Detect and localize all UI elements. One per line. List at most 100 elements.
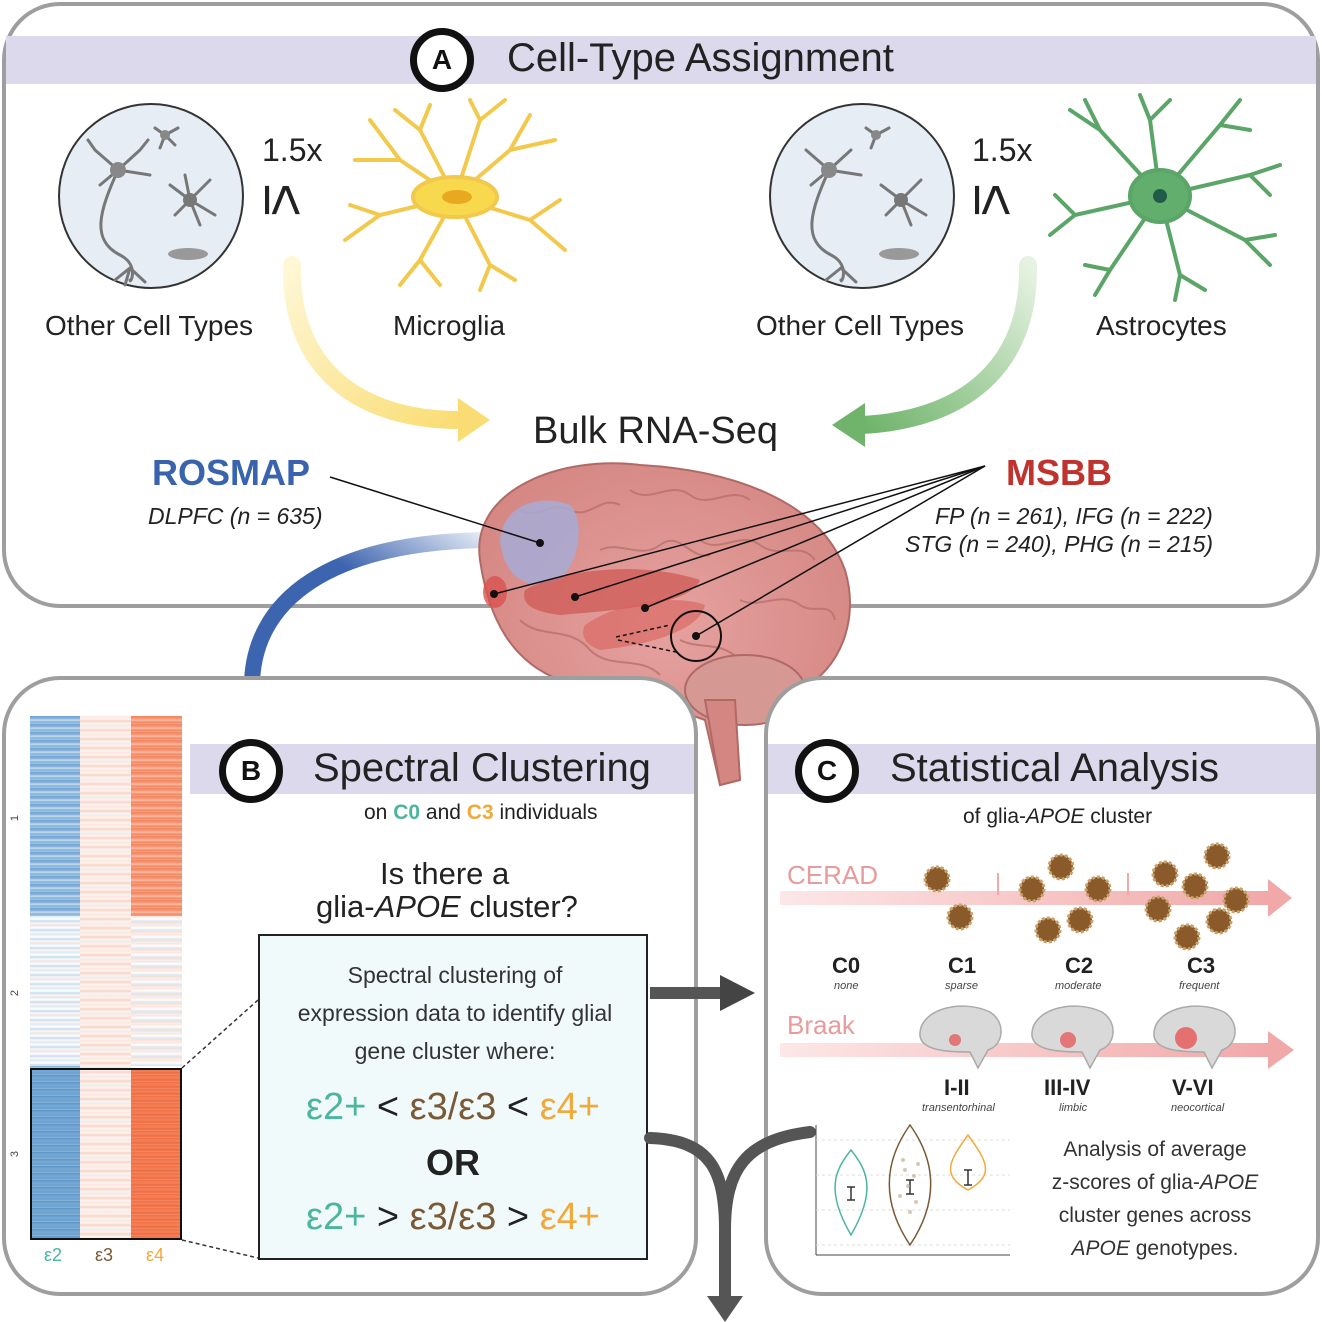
- panel-a-badge: A: [410, 28, 474, 92]
- row1-e4: ε4+: [539, 1086, 600, 1128]
- msbb-label: MSBB: [1006, 452, 1112, 493]
- heatmap-col-e2-bottom: [30, 1068, 80, 1240]
- bulk-rna-seq-label: Bulk RNA-Seq: [533, 410, 778, 452]
- merge-arrow: [644, 1126, 816, 1306]
- row2-gt1: >: [376, 1196, 400, 1238]
- panel-a-title-band: [6, 36, 1316, 84]
- row1-lt2: <: [506, 1086, 530, 1128]
- question-pre: glia-: [316, 889, 375, 924]
- panel-b-subtitle-c0: C0: [393, 801, 421, 824]
- analysis-line3: cluster genes across: [1058, 1204, 1252, 1227]
- microglia-label: Microglia: [393, 310, 506, 341]
- heatmap-col-label-e3: ε3: [95, 1245, 114, 1265]
- cerad-stage-c3: C3: [1187, 953, 1216, 978]
- astrocyte-icon: [1048, 93, 1282, 302]
- heatmap-col-e3: [80, 716, 131, 1240]
- braak-stage-3-desc: neocortical: [1171, 1102, 1225, 1114]
- heatmap: [30, 716, 182, 1240]
- analysis-line2-gene: APOE: [1199, 1171, 1259, 1194]
- heatmap-col-label-e4: ε4: [146, 1245, 165, 1265]
- analysis-line1: Analysis of average: [1063, 1138, 1247, 1161]
- row2-e2: ε2+: [306, 1196, 367, 1238]
- cerad-stage-c2-desc: moderate: [1055, 980, 1102, 992]
- row1-e2: ε2+: [306, 1086, 367, 1128]
- left-ratio-label: 1.5x: [262, 132, 323, 168]
- astrocyte-arrow: [853, 256, 1038, 434]
- question-post: cluster?: [460, 889, 578, 924]
- panel-b-subtitle-post: individuals: [493, 801, 598, 824]
- hypothesis-row2: ε2+ > ε3/ε3 > ε4+: [260, 1196, 646, 1239]
- violin-plot-thumbnail: [815, 1123, 1010, 1256]
- other-cell-types-right-icon: [769, 103, 955, 289]
- braak-stage-2-desc: limbic: [1059, 1102, 1088, 1114]
- other-cell-types-left-icon: [58, 103, 244, 289]
- msbb-regions-line2: STG (n = 240), PHG (n = 215): [905, 531, 1214, 557]
- brain-illustration: [478, 462, 851, 787]
- cerad-stage-c2: C2: [1065, 953, 1094, 978]
- cerad-stage-c0-desc: none: [834, 980, 859, 992]
- microglia-arrow: [282, 256, 469, 429]
- analysis-line2-pre: z-scores of glia-: [1051, 1171, 1200, 1194]
- panel-b-subtitle-pre: on: [364, 801, 394, 824]
- panel-b-badge: B: [219, 739, 283, 803]
- braak-stage-1-desc: transentorhinal: [922, 1102, 995, 1114]
- rosmap-region-label: DLPFC (n = 635): [148, 503, 323, 529]
- heatmap-col-e4-mid: [131, 916, 182, 1066]
- plaques: [923, 842, 1250, 951]
- heatmap-cluster3-box: [30, 1068, 182, 1240]
- row1-e3: ε3/ε3: [409, 1086, 497, 1128]
- analysis-line4: APOE genotypes.: [1030, 1232, 1280, 1265]
- heatmap-col-e4-bottom: [131, 1068, 182, 1240]
- cerad-label: CERAD: [787, 860, 879, 890]
- braak-stage-1: I-II: [944, 1075, 970, 1100]
- hypothesis-or: OR: [426, 1142, 480, 1183]
- panel-b-subtitle: on C0 and C3 individuals: [364, 801, 598, 825]
- heatmap-col-e2-mid: [30, 916, 80, 1066]
- rosmap-label: ROSMAP: [152, 452, 311, 493]
- other-cell-types-left-label: Other Cell Types: [45, 310, 254, 341]
- row1-lt1: <: [376, 1086, 400, 1128]
- panel-c-subtitle-gene: APOE: [1026, 805, 1085, 828]
- row2-gt2: >: [506, 1196, 530, 1238]
- msbb-regions-line1: FP (n = 261), IFG (n = 222): [935, 503, 1213, 529]
- panel-c-title-band: [768, 744, 1316, 794]
- panel-c-subtitle: of glia-APOE cluster: [963, 805, 1152, 829]
- heatmap-col-label-e2: ε2: [44, 1245, 63, 1265]
- panel-c-badge: C: [795, 739, 859, 803]
- hypothesis-text: Spectral clustering of expression data t…: [297, 962, 613, 1064]
- analysis-line4-post: genotypes.: [1129, 1237, 1239, 1260]
- analysis-text: Analysis of average z-scores of glia-APO…: [1030, 1133, 1280, 1265]
- astrocytes-label: Astrocytes: [1096, 310, 1227, 341]
- cerad-stage-c1-desc: sparse: [945, 980, 979, 992]
- other-cell-types-right-label: Other Cell Types: [756, 310, 965, 341]
- question-gene: APOE: [374, 889, 461, 924]
- hypothesis-row1: ε2+ < ε3/ε3 < ε4+: [260, 1086, 646, 1129]
- row2-e4: ε4+: [539, 1196, 600, 1238]
- rosmap-arrow: [243, 532, 503, 698]
- panel-b-subtitle-c3: C3: [466, 801, 494, 824]
- microglia-icon: [343, 98, 567, 292]
- analysis-line2: z-scores of glia-APOE: [1030, 1166, 1280, 1199]
- panel-a-title: Cell-Type Assignment: [507, 36, 894, 80]
- braak-stage-2: III-IV: [1044, 1075, 1091, 1100]
- braak-label: Braak: [787, 1010, 855, 1040]
- cerad-stage-c3-desc: frequent: [1179, 980, 1220, 992]
- analysis-line4-gene: APOE: [1071, 1237, 1130, 1260]
- question-line1: Is there a: [380, 856, 510, 891]
- panel-b-subtitle-and: and: [420, 801, 467, 824]
- hypothesis-box: Spectral clustering of expression data t…: [258, 934, 648, 1260]
- cerad-stage-c1: C1: [948, 953, 977, 978]
- cerad-stage-c0: C0: [832, 953, 861, 978]
- row2-e3: ε3/ε3: [409, 1196, 497, 1238]
- panel-c-subtitle-post: cluster: [1084, 805, 1153, 828]
- question-line2: glia-APOE cluster?: [316, 889, 578, 925]
- panel-c-title: Statistical Analysis: [890, 746, 1220, 790]
- heatmap-col-e4: [131, 716, 182, 916]
- braak-stage-3: V-VI: [1172, 1075, 1214, 1100]
- panel-c-subtitle-pre: of glia-: [963, 805, 1027, 828]
- right-ratio-label: 1.5x: [972, 132, 1033, 168]
